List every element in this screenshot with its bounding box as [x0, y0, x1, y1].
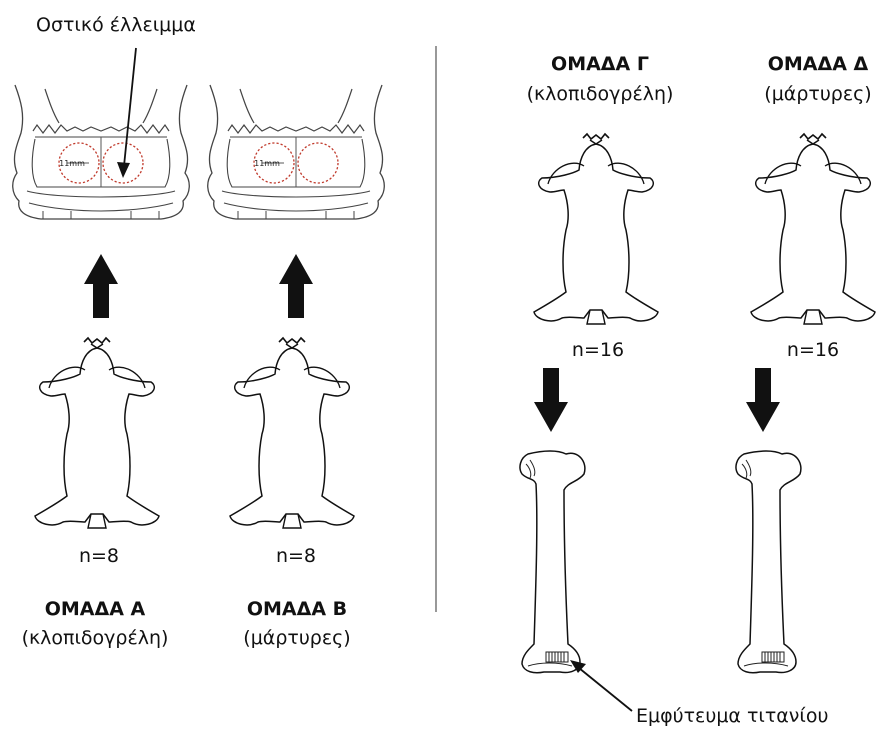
bone-defect-label: Οστικό έλλειμμα: [36, 14, 196, 36]
rat-group-a: [35, 338, 159, 528]
titanium-implant-label: Εμφύτευμα τιτανίου: [636, 705, 828, 727]
titanium-screw-group-d: [762, 652, 784, 662]
group-c-sample-size: n=16: [572, 339, 624, 361]
arrow-up-group-a: [84, 254, 118, 318]
group-b-treatment: (μάρτυρες): [243, 627, 350, 649]
rat-group-c: [534, 134, 658, 324]
arrow-up-group-b: [279, 254, 313, 318]
rat-group-d: [751, 134, 875, 324]
arrow-down-group-c: [534, 368, 568, 432]
group-d-sample-size: n=16: [787, 339, 839, 361]
group-a-title: ΟΜΑΔΑ Α: [45, 598, 146, 620]
defect-size-label-b: 11mm: [254, 159, 280, 168]
group-a-treatment: (κλοπιδογρέλη): [22, 627, 169, 649]
skull-group-a: [13, 85, 190, 219]
femur-group-c: [520, 451, 585, 673]
group-c-title: ΟΜΑΔΑ Γ: [551, 53, 649, 75]
bone-defect-pointer-arrow: [117, 48, 136, 178]
defect-size-label-a: 11mm: [59, 159, 85, 168]
femur-group-d: [736, 451, 801, 673]
group-c-treatment: (κλοπιδογρέλη): [527, 83, 674, 105]
group-b-sample-size: n=8: [276, 545, 316, 567]
group-d-title: ΟΜΑΔΑ Δ: [768, 53, 869, 75]
titanium-screw-group-c: [546, 652, 568, 662]
rat-group-b: [230, 338, 354, 528]
arrow-down-group-d: [746, 368, 780, 432]
group-a-sample-size: n=8: [79, 545, 119, 567]
implant-pointer-arrow: [570, 660, 632, 711]
skull-group-b: [208, 85, 385, 219]
group-b-title: ΟΜΑΔΑ Β: [247, 598, 347, 620]
group-d-treatment: (μάρτυρες): [764, 83, 871, 105]
